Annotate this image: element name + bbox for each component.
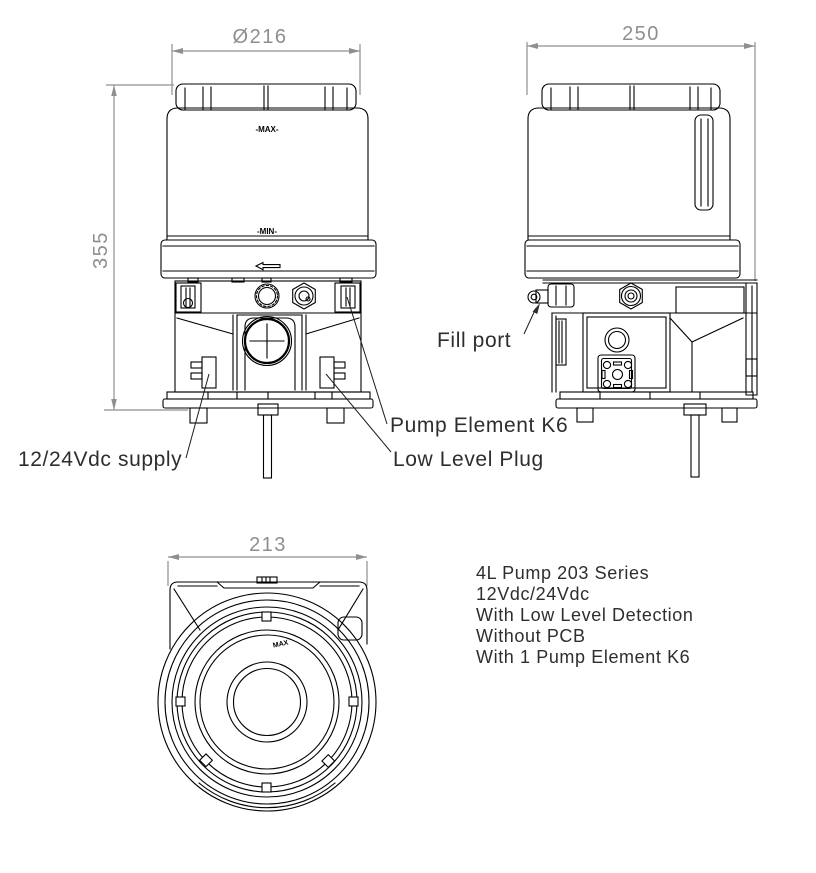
- dim-width-text: 213: [249, 534, 287, 556]
- outlet-boss: [257, 403, 279, 416]
- pump-element-port: [334, 282, 361, 313]
- clip-tab: [175, 696, 186, 707]
- low-level-plug-label: Low Level Plug: [393, 448, 544, 471]
- dim-depth-250: 250: [526, 23, 756, 281]
- base-flange-side: [555, 391, 758, 478]
- dimension-arrow-left: [168, 554, 179, 560]
- hex-fitting-side: [619, 282, 643, 310]
- low-level-plug: [319, 356, 346, 389]
- center-boss-inner: [232, 667, 302, 737]
- din-connector: [597, 354, 636, 393]
- mounting-bracket-top: [169, 576, 368, 650]
- supply-connector: [190, 356, 217, 389]
- dimension-arrow-right: [744, 43, 755, 49]
- shadow-arc: [198, 782, 336, 809]
- dimension-arrow-left: [172, 48, 183, 54]
- mounting-bracket-side: [669, 282, 758, 396]
- extension-lines: [526, 42, 756, 281]
- reservoir-body-front: -MAX- -MIN-: [166, 107, 369, 241]
- hex-fitting-front: [292, 282, 316, 310]
- description-line: 12Vdc/24Vdc: [476, 584, 590, 604]
- pump-element-label: Pump Element K6: [390, 414, 568, 437]
- dim-width-213: 213: [167, 534, 368, 586]
- outlet-tube: [690, 414, 700, 478]
- leader-low-level: [325, 373, 392, 453]
- dim-depth-text: 250: [622, 23, 660, 45]
- description-line: Without PCB: [476, 626, 586, 646]
- clip-tab: [261, 611, 272, 622]
- fill-port-label: Fill port: [437, 329, 511, 352]
- molded-marking: MAX: [272, 639, 289, 649]
- clip-tab: [321, 753, 336, 769]
- extension-lines: [171, 44, 361, 95]
- reservoir-cap-side: [541, 83, 721, 111]
- hinge-tab: [256, 576, 278, 584]
- pump-element-cover: [241, 315, 293, 367]
- dimension-arrow-top: [111, 85, 117, 96]
- direction-arrow-icon: [254, 261, 281, 271]
- pump-top-cover-front: [160, 239, 377, 283]
- dim-height-text: 355: [90, 231, 112, 269]
- dimension-arrow-bottom: [111, 399, 117, 410]
- max-level-marking: -MAX-: [255, 125, 278, 134]
- min-level-marking: -MIN-: [257, 227, 277, 236]
- leader-arrowhead-icon: [532, 303, 540, 314]
- clip-tab: [348, 696, 359, 707]
- extension-lines: [104, 84, 188, 411]
- dim-diameter-216: Ø216: [171, 26, 361, 95]
- dimension-arrow-left: [527, 43, 538, 49]
- extension-lines: [167, 561, 368, 586]
- front-view: Ø216 355 -MAX- -MIN-: [90, 26, 377, 479]
- reservoir-cap-top: MAX: [157, 592, 377, 812]
- leader-fill-port: [523, 307, 537, 335]
- pump-top-cover-side: [524, 239, 741, 279]
- callouts: 12/24Vdc supply Low Level Plug Pump Elem…: [18, 296, 568, 471]
- clip-tab: [198, 753, 214, 768]
- description-line: 4L Pump 203 Series: [476, 563, 649, 583]
- description-line: With 1 Pump Element K6: [476, 647, 690, 667]
- reservoir-body-side: [527, 107, 731, 241]
- vent-fitting: [254, 283, 280, 309]
- clip-tab: [261, 782, 272, 793]
- side-view: 250: [524, 23, 758, 478]
- foot-right: [721, 407, 738, 423]
- fill-port-top: [337, 616, 363, 641]
- leader-supply: [185, 373, 210, 459]
- pump-housing-front: [174, 280, 362, 393]
- center-boss-outer: [226, 661, 308, 743]
- fill-port-fitting: [527, 283, 575, 308]
- top-view: 213 MAX: [157, 534, 377, 812]
- description-block: 4L Pump 203 Series 12Vdc/24Vdc With Low …: [476, 563, 694, 667]
- dim-height-355: 355: [90, 84, 188, 411]
- leader-pump-element: [346, 296, 388, 425]
- outlet-tube: [262, 414, 273, 479]
- foot-left: [189, 407, 208, 424]
- foot-right: [326, 407, 345, 424]
- dimension-arrow-right: [356, 554, 367, 560]
- sight-gauge-slot: [694, 114, 714, 211]
- description-line: With Low Level Detection: [476, 605, 694, 625]
- pump-housing-side: [527, 279, 758, 396]
- reservoir-cap-front: [175, 83, 357, 111]
- foot-left: [576, 407, 594, 423]
- outlet-boss: [683, 403, 707, 416]
- supply-label: 12/24Vdc supply: [18, 448, 182, 471]
- base-flange-front: [162, 391, 374, 479]
- ribbed-heatsink: [555, 318, 567, 366]
- dimension-arrow-right: [349, 48, 360, 54]
- dim-diameter-text: Ø216: [233, 26, 288, 48]
